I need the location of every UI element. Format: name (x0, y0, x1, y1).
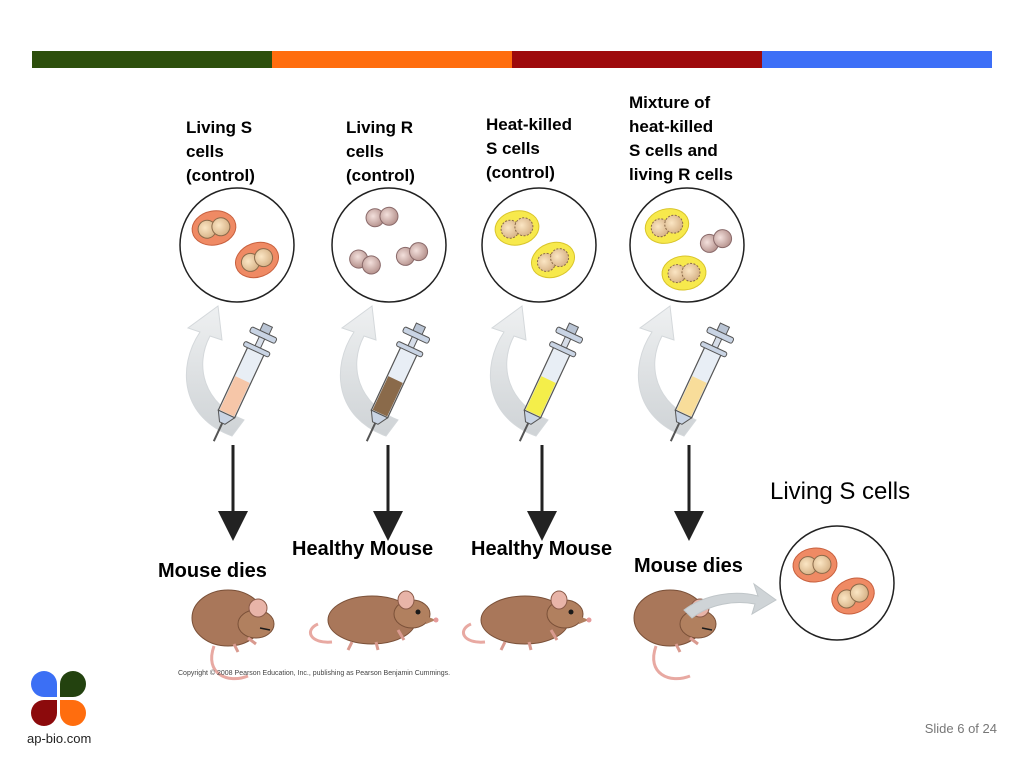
circle-heat-killed-s-cells (481, 187, 597, 303)
outcome-healthy-mouse-2: Healthy Mouse (292, 538, 434, 560)
outcome-mouse-dies-4: Mouse dies (634, 555, 743, 577)
syringe-fluid-2 (372, 376, 403, 417)
syringe-fluid-1 (219, 376, 250, 417)
syringe-3 (506, 318, 588, 449)
header-stripe-green (32, 51, 272, 68)
circle-living-s-cells (179, 187, 295, 303)
slide-number: Slide 6 of 24 (924, 721, 997, 736)
circle-living-r-cells (331, 187, 447, 303)
circle-result-living-s-cells (779, 525, 895, 641)
circle-mixture (629, 187, 745, 303)
syringe-fluid-3 (525, 376, 556, 417)
label-heat-killed-s-cells: Heat-killed S cells (control) (486, 115, 572, 182)
mouse-dead-1 (190, 588, 276, 681)
ap-bio-logo (31, 671, 86, 726)
syringe-2 (353, 318, 435, 449)
logo-text: ap-bio.com (27, 731, 92, 746)
header-stripe-red (512, 51, 762, 68)
header-stripe-orange (272, 51, 512, 68)
outcome-healthy-mouse-3: Healthy Mouse (471, 538, 613, 560)
syringe-1 (200, 318, 282, 449)
header-stripe-blue (762, 51, 992, 68)
outcome-mouse-dies-1: Mouse dies (158, 560, 267, 582)
mouse-healthy-3 (461, 589, 593, 652)
syringe-4 (657, 318, 739, 449)
label-living-r-cells: Living R cells (control) (346, 118, 415, 185)
label-living-s-cells: Living S cells (control) (186, 118, 255, 185)
copyright-text: Copyright © 2008 Pearson Education, Inc.… (178, 670, 451, 677)
syringe-fluid-4 (676, 376, 707, 417)
mouse-healthy-2 (308, 589, 440, 652)
label-mixture: Mixture of heat-killed S cells and livin… (629, 93, 733, 184)
result-arrow (683, 582, 777, 619)
result-label-living-s-cells: Living S cells (770, 478, 911, 505)
